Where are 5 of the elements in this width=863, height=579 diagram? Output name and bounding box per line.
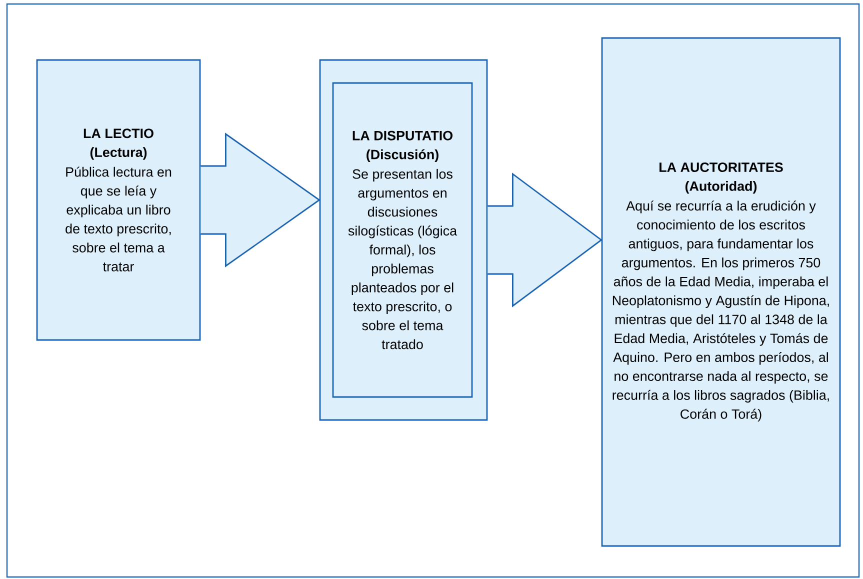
- callout-box: LA LECTIO (Lectura) Pública lectura en que se leía y explicaba un libro de texto prescrito, sobre el tema a tratar: [36, 59, 201, 341]
- callout-box: LA AUCTORITATES (Autoridad) Aquí se recurría a la erudición y conocimiento de los escritos antiguos, para fundamentar los argumentos. En los primeros 750 años de la Edad Media, imperaba el Neoplatonismo y Agustín de Hipona, mientras que del 1170 al 1348 de la Edad Media, Aristóteles y Tomás de Aquino. Pero en ambos períodos, al no encontrarse nada al respecto, se recurría a los libros sagrados (Biblia, Corán o Torá): [601, 37, 841, 547]
- block-arrow: [487, 172, 602, 308]
- text-box: LA DISPUTATIO (Discusión) Se presentan los argumentos en discusiones silogísticas (lógica formal), los problemas planteados por el texto prescrito, o sobre el tema tratado: [332, 82, 473, 398]
- block-arrow: [200, 132, 321, 268]
